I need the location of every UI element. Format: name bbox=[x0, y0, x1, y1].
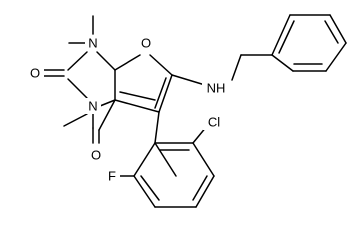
bond bbox=[98, 99, 116, 131]
bond bbox=[192, 175, 208, 201]
bonds bbox=[43, 14, 347, 208]
bond bbox=[271, 54, 294, 72]
atom-labels: O N O N O NH Cl F bbox=[26, 35, 230, 184]
structure-canvas: O N O N O NH Cl F bbox=[26, 14, 347, 208]
chemical-structure: O N O N O NH Cl F bbox=[26, 14, 347, 208]
atom-nh: NH bbox=[202, 80, 230, 96]
atom-label: Cl bbox=[208, 115, 220, 130]
bond bbox=[96, 51, 116, 71]
bond bbox=[133, 142, 156, 177]
bond bbox=[63, 113, 88, 127]
atom-label: NH bbox=[207, 81, 226, 96]
bond bbox=[133, 175, 156, 208]
atom-n1: N bbox=[85, 35, 101, 51]
atom-label: F bbox=[108, 169, 116, 184]
atom-label: O bbox=[91, 148, 101, 163]
atom-f: F bbox=[104, 168, 120, 184]
bond bbox=[278, 20, 295, 54]
atom-label: O bbox=[30, 66, 40, 81]
bond bbox=[154, 142, 177, 177]
bond bbox=[67, 78, 88, 99]
bond bbox=[171, 74, 206, 86]
bond bbox=[329, 14, 347, 44]
atom-o1: O bbox=[137, 35, 155, 51]
bond bbox=[271, 14, 291, 56]
bond bbox=[114, 54, 141, 71]
bond bbox=[149, 54, 173, 76]
atom-n2: N bbox=[85, 98, 101, 114]
bond bbox=[119, 91, 156, 101]
bond bbox=[231, 54, 242, 81]
bond bbox=[324, 20, 339, 44]
atom-o3: O bbox=[87, 147, 105, 163]
bond bbox=[192, 142, 215, 177]
atom-label: N bbox=[88, 99, 97, 114]
bond bbox=[325, 42, 347, 72]
bond bbox=[67, 51, 88, 71]
atom-label: O bbox=[141, 36, 151, 51]
bond bbox=[99, 99, 116, 107]
bond bbox=[158, 74, 173, 113]
bond bbox=[154, 77, 167, 109]
atom-cl: Cl bbox=[203, 114, 225, 130]
bond bbox=[154, 111, 160, 144]
bond bbox=[140, 175, 160, 201]
atom-o2: O bbox=[26, 65, 44, 81]
atom-label: N bbox=[88, 36, 97, 51]
bond bbox=[195, 175, 215, 208]
bond bbox=[114, 99, 160, 113]
